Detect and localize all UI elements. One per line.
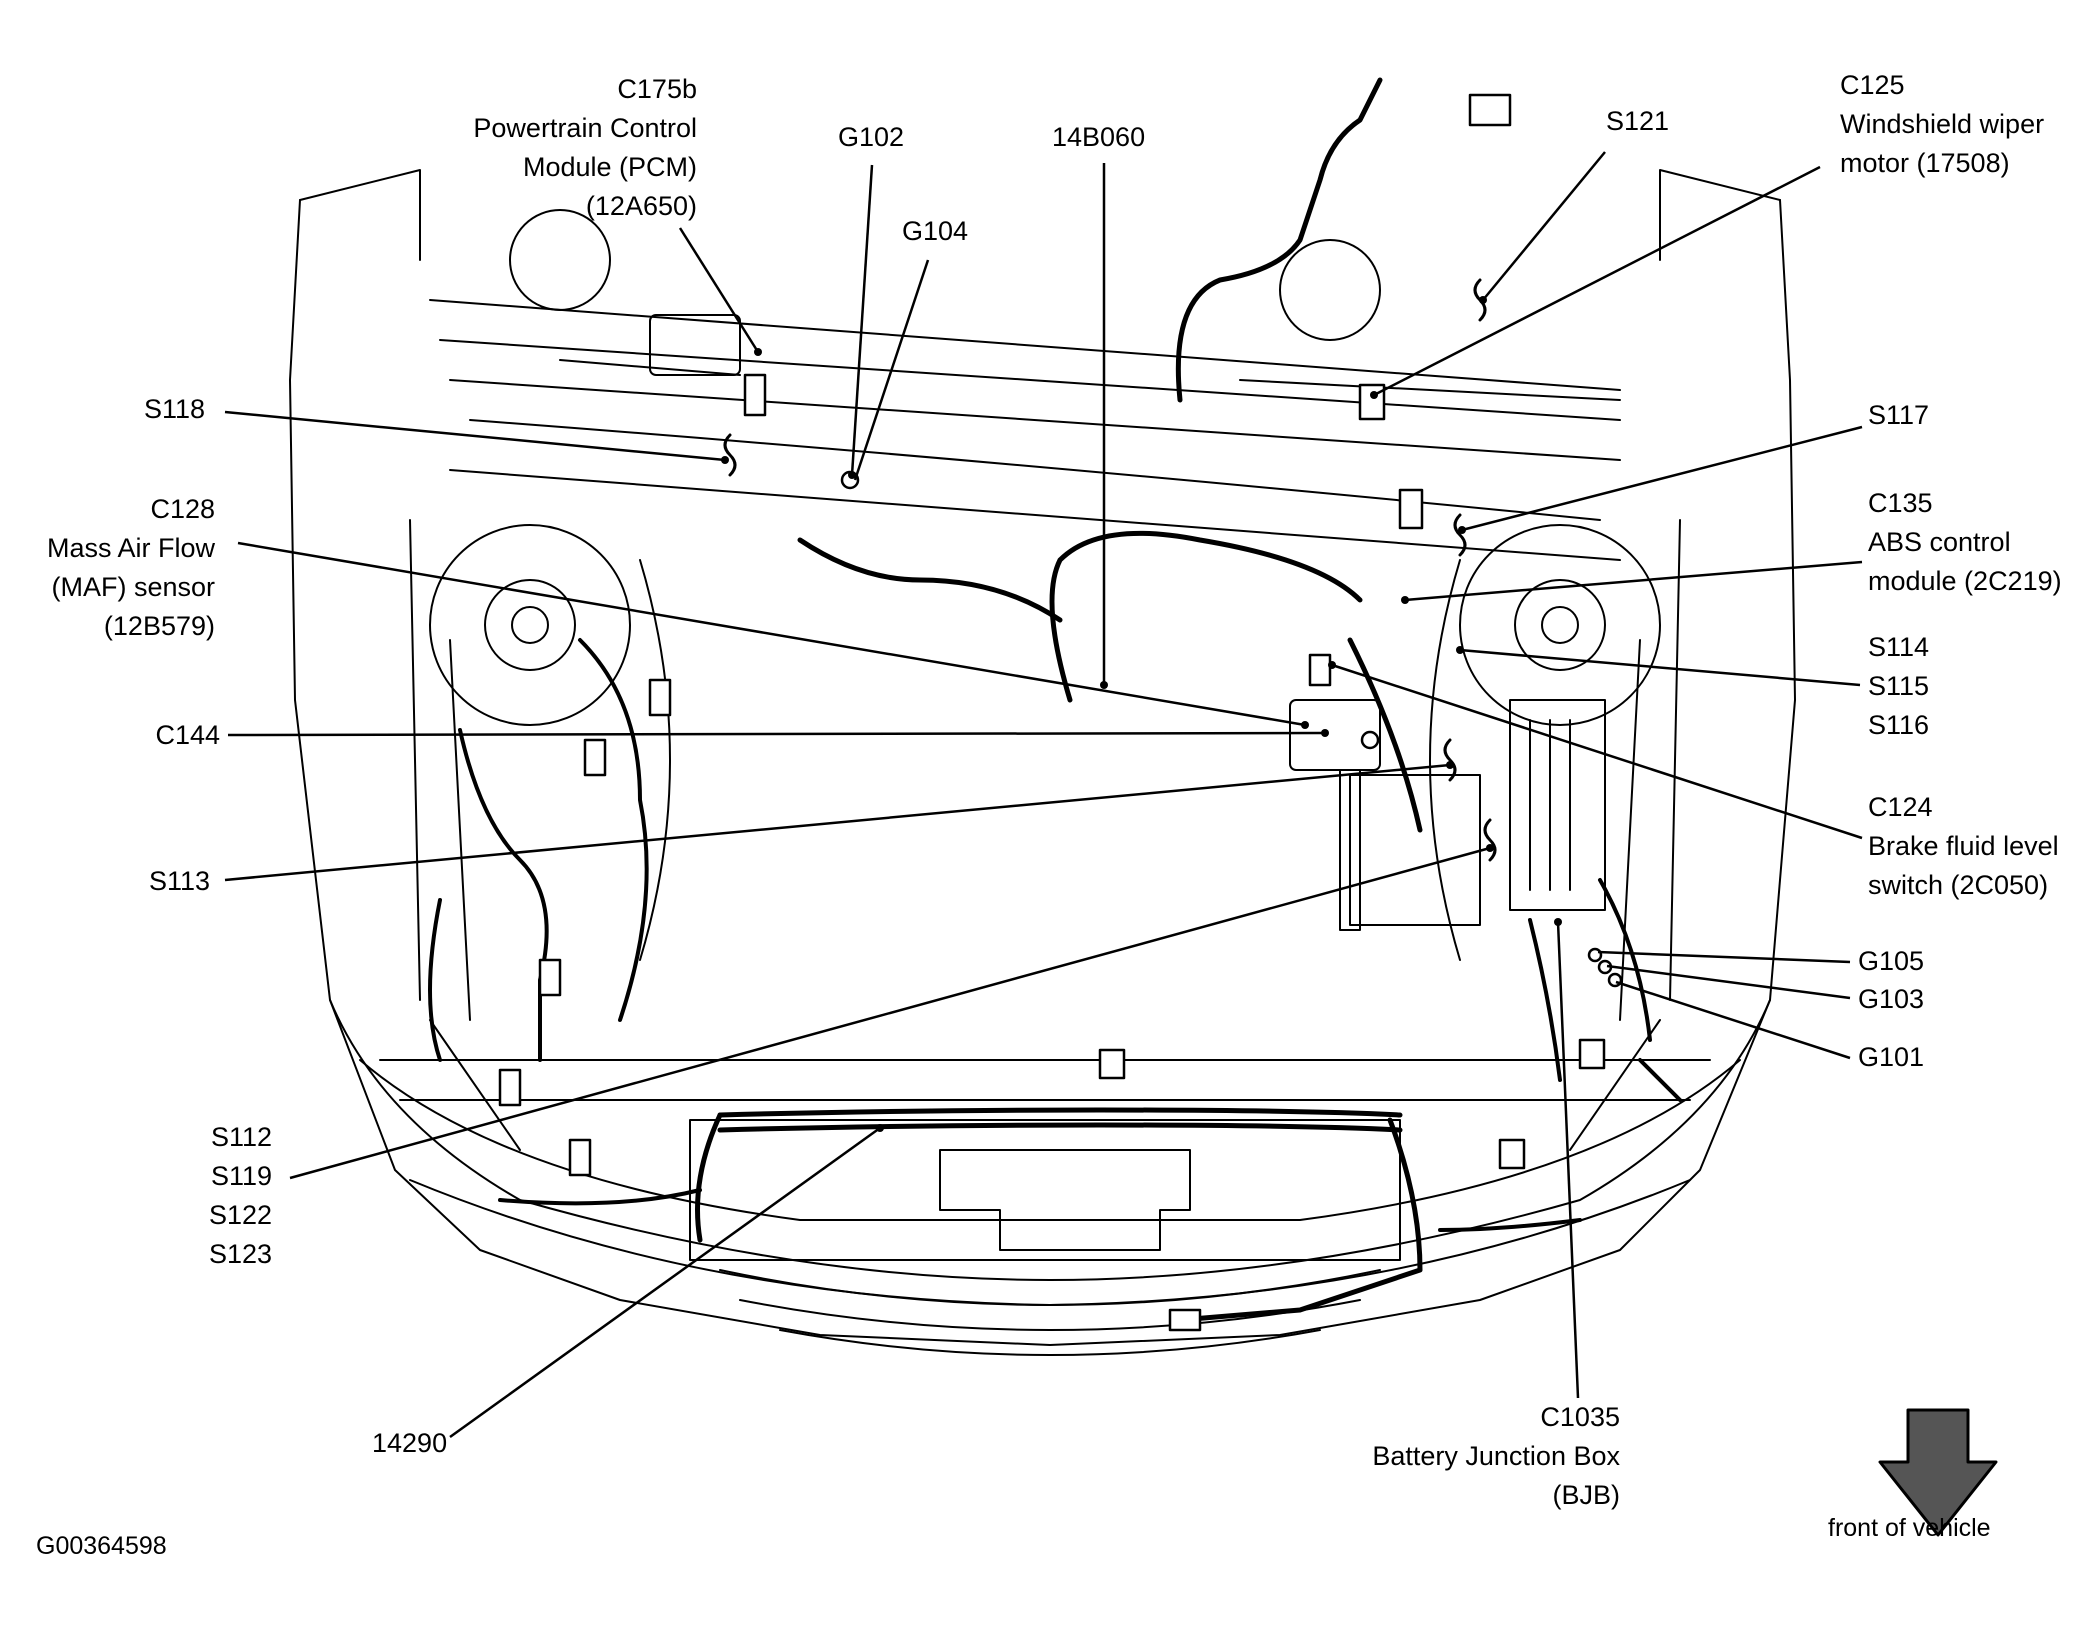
left-harness: [428, 638, 702, 1206]
right-harness: [1438, 878, 1682, 1232]
leader-g104: [853, 259, 930, 481]
leader-s117: [1461, 425, 1863, 532]
leader-s118: [224, 410, 726, 462]
connectors: [498, 93, 1606, 1332]
leader-s113: [224, 763, 1451, 882]
leader-14290: [449, 1126, 881, 1439]
leader-c1035: [1556, 921, 1580, 1399]
leader-c128: [237, 541, 1306, 727]
label-s117: S117: [1868, 400, 1930, 430]
label-s113: S113: [148, 866, 210, 896]
leader-s114: [1459, 648, 1861, 687]
right-strut-tower: [1279, 239, 1661, 726]
leader-g105: [1597, 950, 1851, 964]
figure-id: G00364598: [36, 1532, 167, 1560]
leader-dots: [721, 296, 1562, 1132]
label-14290: 14290: [372, 1428, 448, 1458]
label-s114-s116: S114 S115 S116: [1868, 632, 1930, 740]
label-14b060: 14B060: [1052, 122, 1146, 152]
label-s118: S118: [143, 394, 205, 424]
leader-c144: [227, 731, 1326, 737]
leader-c125: [1373, 165, 1821, 397]
label-c175b: C175b Powertrain Control Module (PCM) (1…: [473, 74, 697, 221]
label-c128: C128 Mass Air Flow (MAF) sensor (12B579): [46, 494, 215, 641]
label-s112-s123: S112 S119 S122 S123: [208, 1122, 272, 1269]
main-harness: [695, 77, 1423, 1323]
label-g101: G101: [1858, 1042, 1925, 1072]
ground-points: [840, 470, 1623, 988]
abs-module: [1289, 699, 1381, 771]
label-c135: C135 ABS control module (2C219): [1868, 488, 2062, 596]
leader-s121: [1482, 151, 1606, 301]
leader-g102: [850, 164, 874, 476]
label-c1035: C1035 Battery Junction Box (BJB): [1372, 1402, 1620, 1510]
label-c144: C144: [155, 720, 220, 750]
leader-g101: [1615, 980, 1851, 1060]
radiator-support: [379, 1019, 1711, 1261]
leader-c175b: [678, 227, 760, 353]
battery-junction-box: [1509, 699, 1606, 911]
label-g102: G102: [838, 122, 905, 152]
label-g103: G103: [1858, 984, 1925, 1014]
left-strut-tower: [429, 209, 631, 726]
leader-g103: [1606, 964, 1851, 1000]
front-of-vehicle-arrow-icon: [1878, 1408, 1998, 1537]
label-g105: G105: [1858, 946, 1925, 976]
label-c125: C125 Windshield wiper motor (17508): [1840, 70, 2045, 178]
label-c124: C124 Brake fluid level switch (2C050): [1868, 792, 2059, 900]
cowl-panel: [429, 299, 1621, 561]
leader-lines: [224, 151, 1863, 1439]
leader-c124: [1331, 663, 1863, 840]
label-g104: G104: [902, 216, 969, 246]
front-of-vehicle-caption: front of vehicle: [1828, 1514, 1991, 1542]
pcm-module: [649, 314, 741, 376]
label-s121: S121: [1606, 106, 1670, 136]
leader-c135: [1404, 560, 1863, 602]
leader-s112: [289, 846, 1491, 1180]
